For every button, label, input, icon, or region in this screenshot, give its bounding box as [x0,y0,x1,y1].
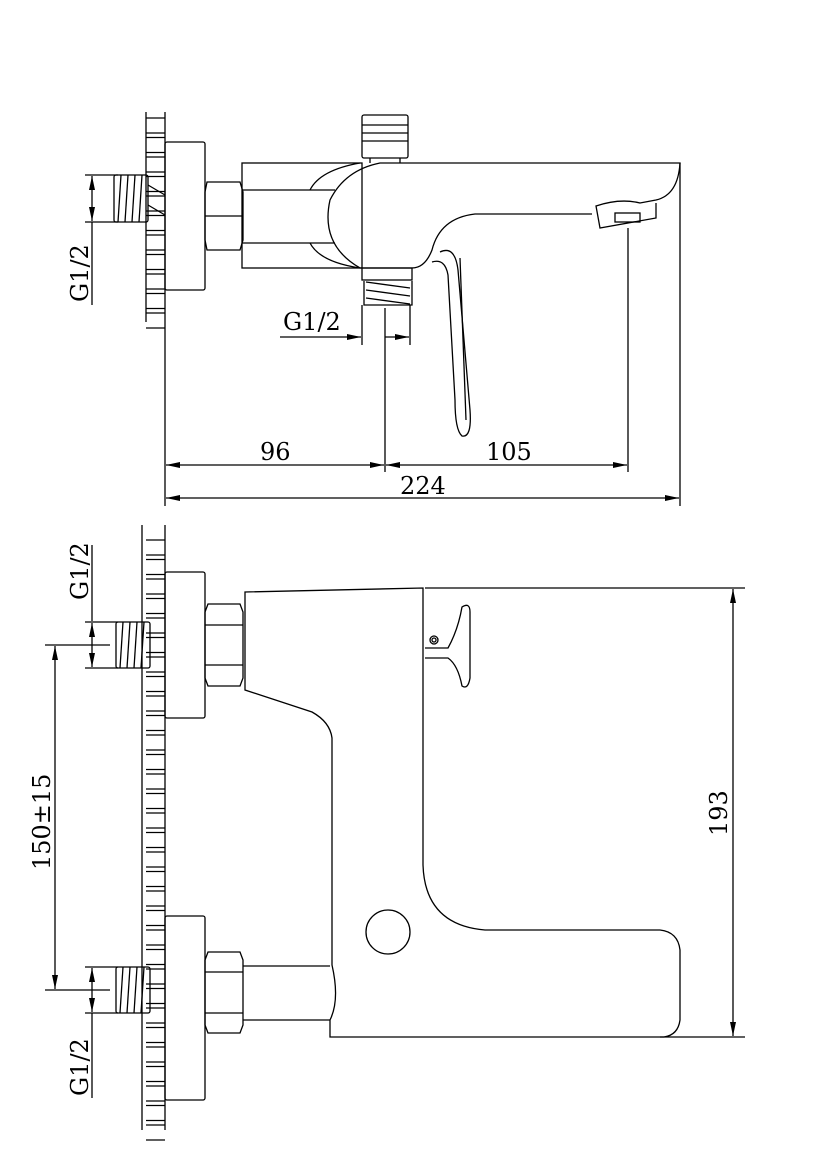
outlet-thread [361,267,413,306]
lower-hex-nut [204,951,244,1034]
control-knob [425,604,471,688]
wall-thread [113,174,149,223]
dim-105-label: 105 [486,438,532,466]
dim-96-label: 96 [260,438,291,466]
wall-section [141,525,166,1141]
hex-nut [204,181,244,251]
dim-224-label: 224 [400,472,446,500]
lever-handle [431,249,471,437]
outlet-thread-label: G1/2 [283,308,341,336]
upper-thread-label: G1/2 [66,542,94,600]
lower-flange [164,915,206,1101]
wall-section [145,112,166,329]
dim-150-label: 150±15 [28,774,56,870]
wall-thread-label: G1/2 [66,244,94,302]
top-view: G1/2 [66,112,681,506]
dim-193-label: 193 [705,790,733,836]
upper-hex-nut [204,603,244,687]
front-view: G1/2 G1/2 150±15 193 [28,525,745,1141]
wall-flange [164,141,206,291]
mixer-body-front [243,587,681,1038]
diverter-knob [361,114,409,163]
inlet-threads [115,621,151,1014]
upper-flange [164,571,206,719]
mixer-body [241,162,681,269]
lower-thread-label: G1/2 [66,1038,94,1096]
